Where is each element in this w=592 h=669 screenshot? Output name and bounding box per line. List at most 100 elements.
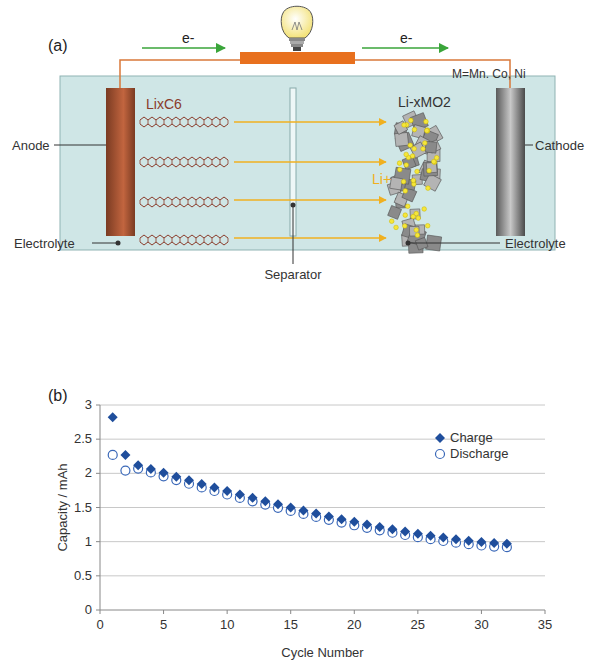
- chart-grid: [96, 405, 545, 614]
- electron-arrow: [362, 47, 448, 49]
- li-ion-arrow: [234, 121, 386, 122]
- lightbulb: [281, 6, 313, 51]
- charge-point: [349, 517, 359, 527]
- wire: [120, 60, 240, 88]
- tick: [100, 610, 101, 614]
- lithium-ion-arrows: [234, 122, 386, 238]
- part-label: Separator: [264, 268, 321, 281]
- lithium-dot: [423, 141, 428, 146]
- graphene-bond: [188, 120, 189, 124]
- graphene-bond: [212, 160, 213, 164]
- charge-point: [502, 539, 512, 549]
- graphene-bond: [196, 120, 197, 124]
- graphene-bond: [228, 120, 229, 124]
- graphene-sheet: [140, 164, 228, 167]
- leader-dot: [406, 241, 411, 246]
- graphene-bond: [228, 238, 229, 242]
- graphene-bond: [148, 160, 149, 164]
- charge-point: [273, 499, 283, 509]
- lithium-dot: [425, 129, 430, 134]
- lithium-dot: [415, 233, 420, 238]
- charge-point: [222, 486, 232, 496]
- lithium-dot: [426, 186, 431, 191]
- tick: [96, 507, 100, 508]
- tick: [417, 610, 418, 614]
- lithium-dot: [411, 178, 416, 183]
- li-ion-arrow: [234, 161, 386, 162]
- lithium-dot: [431, 159, 436, 164]
- lithium-dot: [415, 169, 420, 174]
- discharge-point: [108, 450, 117, 459]
- charge-point: [362, 519, 372, 529]
- lithium-dot: [412, 127, 417, 132]
- x-tick-label: 20: [347, 618, 361, 631]
- lithium-dot: [398, 167, 403, 172]
- x-tick-label: 30: [474, 618, 488, 631]
- lithium-dot: [403, 189, 408, 194]
- charge-point: [451, 534, 461, 544]
- lithium-dot: [425, 128, 430, 133]
- leader-dot: [116, 241, 121, 246]
- graphene-bond: [156, 200, 157, 204]
- graphene-bond: [164, 120, 165, 124]
- anode-plate: [106, 88, 135, 236]
- electron-label: e-: [182, 31, 194, 45]
- graphene-sheet: [140, 204, 228, 207]
- charge-point: [413, 529, 423, 539]
- part-label: Anode: [12, 139, 50, 152]
- graphene-sheet: [140, 117, 228, 120]
- charge-point: [298, 506, 308, 516]
- tick: [227, 610, 228, 614]
- x-axis: [100, 610, 545, 611]
- graphene-bond: [204, 238, 205, 242]
- graphene-bond: [212, 120, 213, 124]
- lithium-dot: [425, 223, 430, 228]
- graphene-bond: [172, 238, 173, 242]
- oxide-particle: [415, 237, 428, 250]
- graphene-bond: [172, 120, 173, 124]
- graphene-bond: [228, 160, 229, 164]
- y-tick-label: 1: [85, 535, 92, 548]
- x-tick-label: 15: [283, 618, 297, 631]
- lithium-dot: [422, 207, 427, 212]
- lithium-dot: [397, 161, 402, 166]
- charge-point: [438, 533, 448, 543]
- graphene-bond: [164, 160, 165, 164]
- grid-line: [100, 405, 545, 406]
- graphene-bond: [164, 200, 165, 204]
- part-label: Cathode: [535, 139, 584, 152]
- lithium-dot: [405, 204, 410, 209]
- lithium-dot: [414, 228, 419, 233]
- panel-label: (b): [48, 388, 68, 404]
- graphene-bond: [140, 238, 141, 242]
- charge-point: [209, 483, 219, 493]
- legend-marker-circle: [436, 450, 445, 459]
- y-tick-label: 0: [85, 603, 92, 616]
- graphene-bond: [204, 160, 205, 164]
- charge-point: [489, 538, 499, 548]
- graphene-bond: [180, 120, 181, 124]
- axis-title: Capacity / mAh: [56, 463, 69, 551]
- charge-point: [426, 531, 436, 541]
- graphene-bond: [196, 160, 197, 164]
- graphene-sheet: [140, 157, 228, 160]
- lithium-dot: [410, 154, 415, 159]
- x-tick-label: 10: [220, 618, 234, 631]
- tick: [96, 405, 100, 406]
- panel-label: (a): [48, 38, 68, 54]
- graphene-bond: [164, 238, 165, 242]
- graphene-bond: [196, 200, 197, 204]
- graphene-bond: [140, 200, 141, 204]
- lithium-dot: [404, 163, 409, 168]
- charge-point: [337, 514, 347, 524]
- charge-point: [375, 522, 385, 532]
- leader-line: [92, 243, 118, 244]
- oxide-particle: [395, 132, 409, 146]
- graphene-bond: [156, 238, 157, 242]
- graphite-layers: [140, 117, 228, 245]
- tick: [96, 541, 100, 542]
- grid-line: [100, 507, 545, 508]
- legend-marker-diamond: [435, 433, 445, 443]
- graphene-bond: [180, 238, 181, 242]
